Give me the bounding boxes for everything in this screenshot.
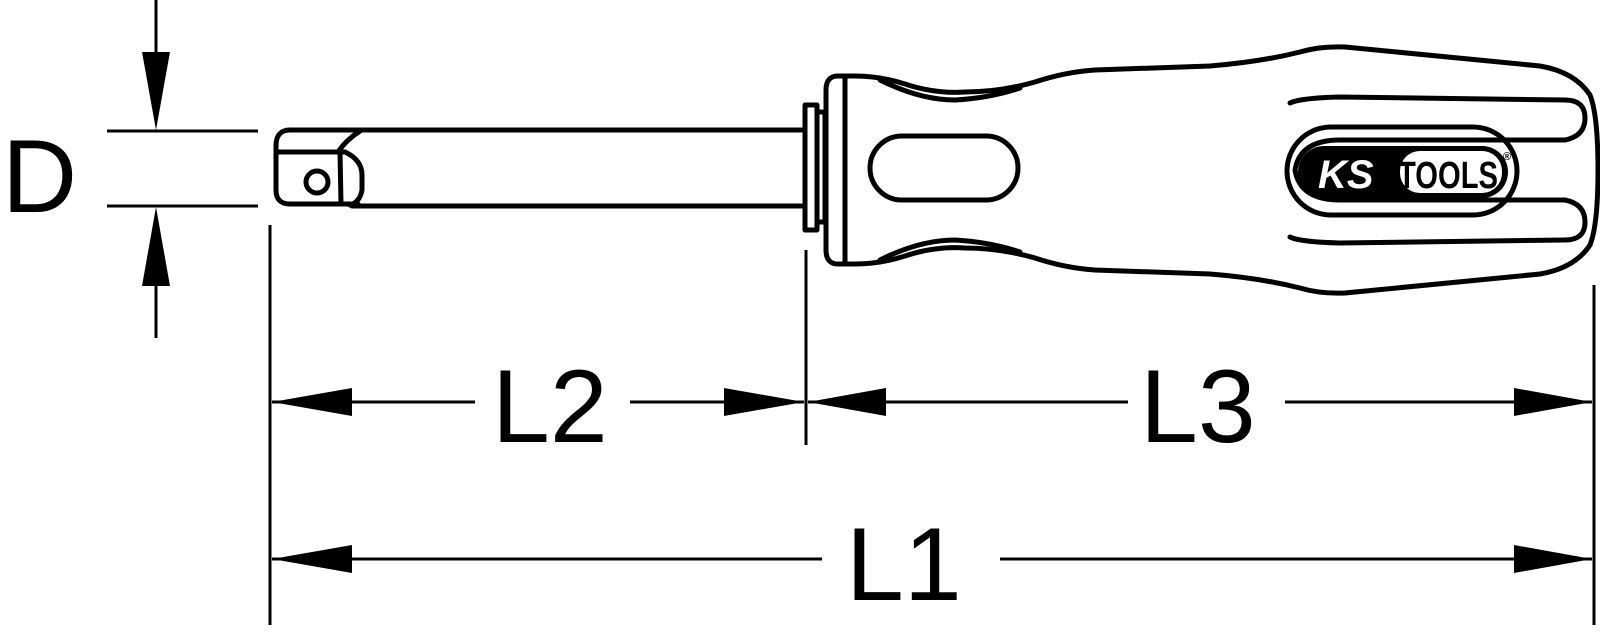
handle-oval-window (867, 133, 1021, 203)
arrow-right-icon (724, 388, 804, 416)
drive-tip-outline (273, 127, 361, 207)
logo-ks-text: KS (1318, 153, 1374, 197)
arrow-right-icon (1514, 388, 1592, 416)
dimension-label-d: D (2, 119, 77, 235)
ks-tools-logo: KS TOOLS ® (1284, 124, 1520, 218)
total-length-dimension: L1 (272, 507, 1592, 623)
handle-length-dimension: L3 (808, 349, 1592, 465)
soft-grip-zone (1287, 94, 1588, 246)
drive-tip-shoulder (337, 149, 344, 207)
dimension-label-l1: L1 (846, 507, 962, 623)
arrow-up-icon (142, 207, 170, 286)
logo-right-panel (1400, 151, 1502, 193)
handle-outline (823, 44, 1600, 296)
registered-mark-icon: ® (1503, 151, 1511, 163)
diameter-dimension: D (2, 0, 258, 338)
dimension-label-l2: L2 (492, 349, 608, 465)
dimension-label-l3: L3 (1140, 349, 1256, 465)
shaft-length-dimension: L2 (272, 349, 804, 465)
upper-grip-contour (877, 77, 1023, 103)
arrow-left-icon (272, 388, 352, 416)
shaft (349, 102, 828, 233)
drive-tip-bevel (335, 128, 363, 155)
logo-tools-text: TOOLS (1398, 155, 1498, 197)
arrow-left-icon (272, 545, 352, 573)
drive-tip-chamfer (342, 149, 365, 208)
arrow-right-icon (1514, 545, 1592, 573)
logo-outer-frame (1284, 124, 1520, 218)
square-drive-tip (273, 127, 365, 208)
lower-grip-contour (877, 237, 1023, 263)
arrow-down-icon (142, 52, 170, 130)
handle: KS TOOLS ® (823, 44, 1600, 296)
arrow-left-icon (808, 388, 886, 416)
ball-detent-icon (303, 168, 331, 196)
